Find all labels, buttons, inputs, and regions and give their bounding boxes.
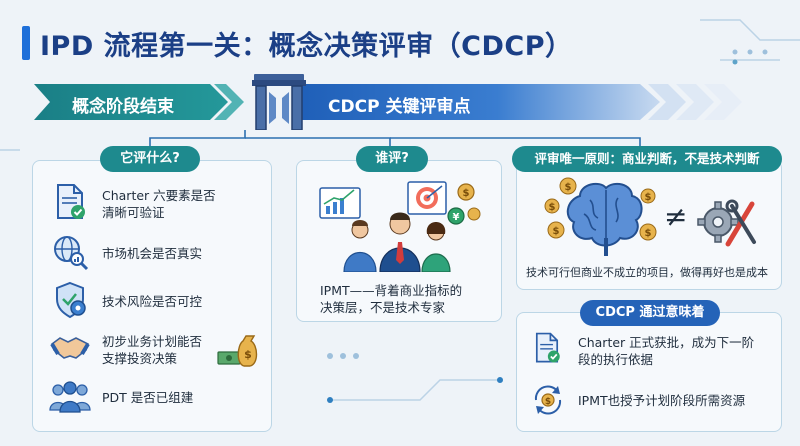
executive-team-illustration: $ ¥	[319, 181, 481, 272]
page-title: IPD 流程第一关：概念决策评审（CDCP）	[40, 31, 573, 62]
resource-cycle-icon: $	[534, 385, 562, 415]
banner-left-label: 概念阶段结束	[72, 97, 174, 117]
what-item-3: 技术风险是否可控	[102, 294, 203, 309]
svg-text:$: $	[645, 228, 652, 239]
what-heading: 它评什么?	[100, 146, 200, 172]
money-bag-icon: $	[217, 335, 258, 367]
banner-right-label: CDCP 关键评审点	[328, 97, 471, 117]
title-accent-bar	[22, 26, 30, 60]
principle-heading: 评审唯一原则：商业判断，不是技术判断	[512, 146, 782, 172]
team-icon	[49, 381, 91, 413]
svg-text:$: $	[645, 192, 652, 203]
svg-text:$: $	[244, 348, 252, 361]
what-item-1: Charter 六要素是否 清晰可验证	[102, 188, 216, 220]
globe-magnifier-icon	[54, 236, 89, 271]
svg-text:$: $	[545, 397, 551, 407]
svg-text:$: $	[553, 226, 560, 237]
svg-text:$: $	[565, 182, 572, 193]
progress-banner	[34, 74, 742, 130]
who-heading: 谁评?	[356, 146, 428, 172]
principle-description: 技术可行但商业不成立的项目，做得再好也是成本	[526, 266, 768, 279]
brain-money-icon: $ $ $ $ $	[544, 177, 657, 256]
gate-icon	[252, 74, 306, 130]
svg-text:$: $	[463, 188, 470, 199]
document-check-icon	[57, 184, 85, 219]
shield-gear-icon	[56, 281, 86, 319]
gear-tools-icon	[697, 199, 756, 247]
pass-item-2: IPMT也授予计划阶段所需资源	[578, 393, 746, 408]
what-item-5: PDT 是否已组建	[102, 390, 194, 405]
pass-item-1: Charter 正式获批，成为下一阶 段的执行依据	[578, 335, 755, 367]
what-item-2: 市场机会是否真实	[102, 246, 203, 261]
not-equal-symbol: ≠	[664, 200, 688, 233]
what-item-4: 初步业务计划能否 支撑投资决策	[102, 334, 203, 366]
who-description: IPMT——背着商业指标的 决策层，不是技术专家	[320, 283, 463, 315]
svg-text:$: $	[549, 202, 556, 213]
left-banner-arrow	[34, 84, 228, 120]
document-check-icon	[535, 332, 560, 363]
pass-heading: CDCP 通过意味着	[580, 300, 720, 326]
svg-text:¥: ¥	[453, 212, 460, 223]
handshake-icon	[50, 337, 90, 359]
pass-panel	[516, 312, 782, 432]
